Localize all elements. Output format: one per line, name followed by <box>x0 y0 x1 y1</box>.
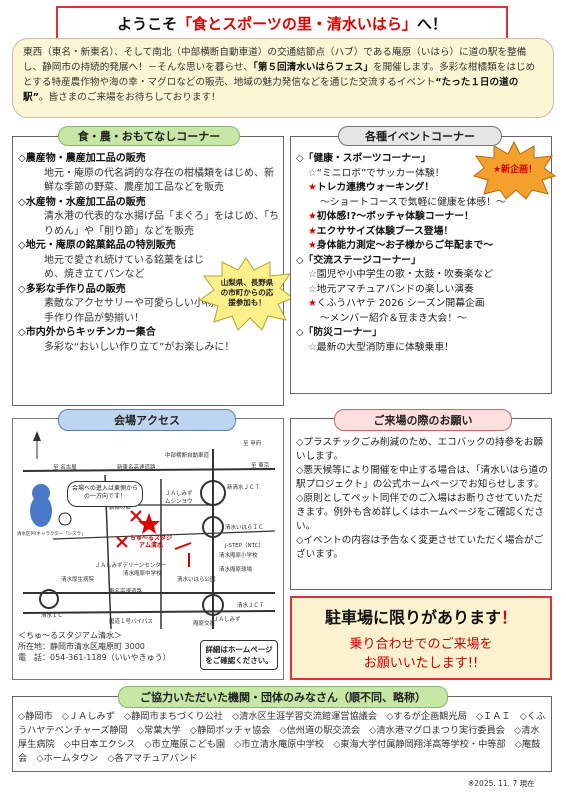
map-label: J-STEP（NTC） <box>225 543 265 549</box>
event-item: ☆最新の大型消防車に体験乗車！ <box>308 341 454 353</box>
event-list: ◇「健康・スポーツコーナー」 ☆“ミニロボ”でサッカー体験！ ★トレカ連携ウォー… <box>296 152 548 355</box>
map-label: 清水ＪＣＴ <box>237 603 265 609</box>
map-label: 庵原交番 <box>193 621 216 627</box>
food-item-desc: 多彩な“おいしい作り立て”がお楽しみに！ <box>44 341 235 353</box>
map-roads <box>22 431 276 630</box>
cooperation-list: ◇静岡市 ◇ＪＡしみず ◇静岡市まちづくり公社 ◇清水区生涯学習交流館運営協議会… <box>18 711 546 764</box>
venue-phone: 電 話：054-361-1189（いいやきゅう） <box>18 653 171 662</box>
map-label: ＪＡしみず <box>213 617 241 623</box>
event-item: ☆地元アマチュアバンドの楽しい演奏 <box>308 283 474 295</box>
notice-section-title: ご来場の際のお願い <box>334 409 512 431</box>
map-label: 清水庵原中学校 <box>123 571 162 577</box>
event-item: ☆“ミニロボ”でサッカー体験！ <box>308 167 445 179</box>
food-item-head: ◇水産物・水産加工品の販売 <box>18 196 146 208</box>
page-title: ようこそ「食とスポーツの里・清水いはら」へ！ <box>56 6 508 40</box>
map-label: 清水区PRキャラクター「シズラ」 <box>17 532 86 537</box>
notice-section <box>290 418 552 590</box>
event-group-head: ◇「交流ステージコーナー」 <box>296 254 421 266</box>
event-item: ～ショートコースで気軽に健康を体感！～ <box>320 196 506 208</box>
title-main: 「食とスポーツの里・清水いはら」 <box>177 14 417 33</box>
parking-notice: 駐車場に限りがあります！ 乗り合わせでのご来場を お願いいたします!! <box>290 596 552 680</box>
food-item-desc: 地元で愛され続けている銘菓をはじめ、焼き立てパンなど <box>44 254 204 281</box>
map-label: 至 名古屋 <box>53 465 77 471</box>
map-label: 国道１号バイパス <box>109 619 153 625</box>
map-label: 至 甲府 <box>243 441 262 447</box>
title-suffix: へ！ <box>416 14 447 33</box>
food-item-head: ◇農産物・農産加工品の販売 <box>18 153 146 164</box>
notice-item: ◇プラスチックごみ削減のため、エコバックの持参をお願いします。 <box>296 437 544 462</box>
food-item-head: ◇市内外からキッチンカー集合 <box>18 327 156 338</box>
venue-address: 所在地：静岡市清水区庵原町 3000 <box>18 642 145 651</box>
event-section-title: 各種イベントコーナー <box>338 126 502 146</box>
food-section-title: 食・農・おもてなしコーナー <box>58 126 240 146</box>
food-item-head: ◇地元・庵原の銘菓銘品の特別販売 <box>18 240 176 251</box>
event-item: ☆園児や小中学生の歌・太鼓・吹奏楽など <box>308 269 494 280</box>
intro-text-3: 。皆さまのご来場をお待ちしております！ <box>38 92 221 103</box>
food-list: ◇農産物・農産加工品の販売 地元・庵原の代名詞的な存在の柑橘類をはじめ、新鮮な季… <box>18 152 280 355</box>
map-label: 清水庵原球場 <box>219 567 253 573</box>
food-burst-shape <box>198 257 294 331</box>
map-label: ムジンヨウ <box>165 499 193 505</box>
event-group-head: ◇「健康・スポーツコーナー」 <box>296 153 431 164</box>
event-item: ★エクササイズ体験ブース登場！ <box>308 225 454 237</box>
notice-list: ◇プラスチックごみ削減のため、エコバックの持参をお願いします。 ◇悪天候等により… <box>296 436 548 562</box>
event-group-head: ◇「防災コーナー」 <box>296 327 382 338</box>
detail-note: 詳細はホームページをご確認ください。 <box>200 640 278 670</box>
access-map: 至 名古屋 新東名高速道路 中部横断自動車道 至 甲府 至 東京 新清水ＪＣＴ … <box>12 418 284 680</box>
cooperation-title: ご協力いただいた機関・団体のみなさん（順不同、略称） <box>118 686 448 708</box>
parking-line-2: 乗り合わせでのご来場を <box>349 637 493 652</box>
map-label: 新東名高速道路 <box>117 465 156 471</box>
map-label: 至 東京 <box>251 463 270 469</box>
event-item: ★トレカ連携ウォーキング！ <box>308 182 435 193</box>
notice-item: ◇悪天候等により開催を中止する場合は、「清水いはら道の駅プロジェクト」の公式ホー… <box>296 465 548 490</box>
event-item: ～メンバー紹介＆豆まき大会！～ <box>320 312 467 324</box>
map-label: 清水庵原小学校 <box>219 553 258 559</box>
date-note: ※2025. 11. 7 現在 <box>468 779 535 788</box>
title-prefix: ようこそ <box>117 14 178 33</box>
event-item: ★くふうハヤテ 2026 シーズン開幕企画 <box>308 298 485 309</box>
map-label: 清水厚生病院 <box>61 577 95 583</box>
cooperation-section <box>12 696 552 772</box>
map-label: 清水いはら公園 <box>177 577 216 583</box>
food-burst-text: 山梨県、長野県の市町からの応援参加も！ <box>220 278 274 307</box>
map-label: ＪＡしみず <box>165 491 193 497</box>
notice-item: ◇イベントの内容は予告なく変更させていただく場合がございます。 <box>296 535 544 560</box>
map-label: ＪＡしみずデリーンセンター <box>95 563 167 569</box>
intro-text-1: 東西（東名・新東名）、そして南北（中部横断自動車道）の交通結節点（ハブ）である庵… <box>23 47 527 73</box>
event-burst-text: ★新企画！ <box>492 165 538 175</box>
intro-text-2: を開催します。多彩な柑橘類をはじめとする特産農作物や海の幸・マグロなどの販売、地… <box>23 62 536 88</box>
map-label: 新清水ＪＣＴ <box>227 485 261 491</box>
intro-bold: “たった１日の道の駅” <box>23 77 519 103</box>
venue-label: ちゅ～るスタジアム清水 <box>129 535 172 549</box>
access-section-title: 会場アクセス <box>58 409 236 431</box>
food-item-desc: 地元・庵原の代名詞的な存在の柑橘類をはじめ、新鮮な季節の野菜、農産加工品などを販… <box>44 167 274 194</box>
event-item: ★初体感!?～ボッチャ体験コーナー！ <box>308 211 474 222</box>
access-footer: ＜ちゅ～るスタジアム清水＞ 所在地：静岡市清水区庵原町 3000 電 話：054… <box>18 630 218 663</box>
event-burst-shape <box>472 140 556 200</box>
venue-name: ＜ちゅ～るスタジアム清水＞ <box>18 631 122 640</box>
food-item-head: ◇多彩な手作り品の販売 <box>18 283 126 295</box>
parking-line-3: お願いいたします!! <box>363 656 479 671</box>
food-item-desc: 素敵なアクセサリーや可愛らしい小物など、様々な手作り作品が勢揃い！ <box>44 298 274 324</box>
map-label: 中部横断自動車道 <box>165 453 210 459</box>
map-label: 清水ＩＣ <box>41 613 64 619</box>
map-label: 鶴舞の郷 <box>109 505 132 511</box>
intro-panel: 東西（東名・新東名）、そして南北（中部横断自動車道）の交通結節点（ハブ）である庵… <box>12 38 554 118</box>
notice-item: ◇原則としてペット同伴でのご入場はお断りさせていただきます。例外も含め詳しくはホ… <box>296 493 544 532</box>
map-label: 東名高速道路 <box>109 589 143 595</box>
food-item-desc: 清水港の代表的な水揚げ品「まぐろ」をはじめ、「ちりめん」や「削り節」などを販売 <box>44 211 279 237</box>
map-label: 清水いはらＩＣ <box>225 525 264 531</box>
intro-highlight: 「第５回清水いはらフェス」 <box>253 62 373 73</box>
event-item: ★身体能力測定～お子様からご年配まで～ <box>308 240 494 251</box>
parking-line-1: 駐車場に限りがあります！ <box>324 608 518 627</box>
map-bubble: 会場への進入は東側からの一方向です！ <box>67 481 143 507</box>
